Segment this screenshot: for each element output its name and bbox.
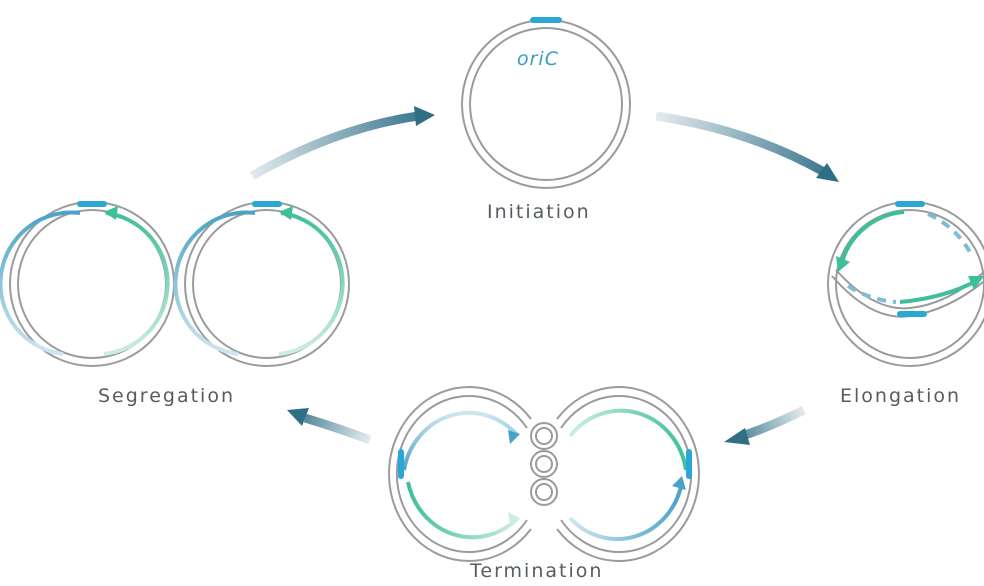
cycle-arrow-initiation-to-elongation [655, 111, 839, 182]
termination-label: Termination [470, 560, 604, 582]
cycle-arrow-termination-to-segregation [287, 408, 372, 445]
elongation-label: Elongation [840, 385, 962, 407]
strand-arrowhead [104, 206, 118, 220]
oric-label: oriC [517, 48, 559, 70]
termination-chromosome [388, 386, 700, 562]
elongation-chromosome [827, 201, 984, 367]
initiation-label: Initiation [487, 201, 591, 223]
segregation-label: Segregation [98, 385, 235, 407]
terminus-rings [530, 422, 558, 506]
segregation-chromosome-left [0, 201, 175, 367]
segregation-chromosome-right [173, 201, 350, 367]
cycle-arrow-segregation-to-initiation [249, 106, 435, 180]
strand-arrowhead [279, 206, 293, 220]
cycle-arrow-elongation-to-termination [724, 405, 807, 445]
initiation-chromosome [461, 17, 631, 189]
